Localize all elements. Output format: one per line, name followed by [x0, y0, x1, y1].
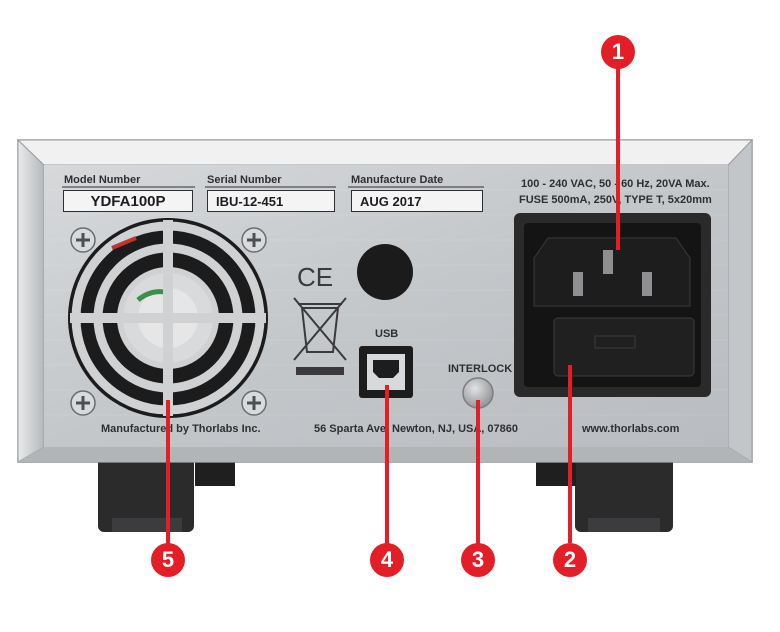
manufacture-date-value: AUG 2017	[351, 190, 483, 212]
callout-line-1	[616, 62, 620, 250]
callout-line-3	[476, 400, 480, 545]
interlock-label: INTERLOCK	[448, 363, 513, 375]
address-text: 56 Sparta Ave. Newton, NJ, USA, 07860	[314, 423, 518, 435]
model-number-value: YDFA100P	[63, 190, 193, 212]
model-number-label: Model Number	[64, 174, 141, 186]
manufacture-date-label: Manufacture Date	[351, 174, 444, 186]
ce-mark: CE	[297, 262, 334, 292]
serial-number-label: Serial Number	[207, 174, 282, 186]
usb-b-port	[359, 346, 413, 398]
callout-badge-1: 1	[601, 35, 635, 69]
usb-label: USB	[375, 328, 399, 340]
callout-badge-5: 5	[151, 543, 185, 577]
blank-port-cover	[357, 244, 413, 300]
callout-badge-3: 3	[461, 543, 495, 577]
callout-line-4	[385, 385, 389, 545]
power-spec-line-2: FUSE 500mA, 250V, TYPE T, 5x20mm	[519, 194, 712, 206]
manufacturer-text: Manufactured by Thorlabs Inc.	[101, 423, 261, 435]
website-text: www.thorlabs.com	[582, 423, 680, 435]
callout-badge-2: 2	[553, 543, 587, 577]
callout-badge-4: 4	[370, 543, 404, 577]
callout-line-2	[568, 365, 572, 543]
power-entry-module	[514, 213, 711, 397]
cooling-fan	[68, 218, 268, 418]
serial-number-value: IBU-12-451	[207, 190, 335, 212]
callout-line-5	[166, 400, 170, 545]
weee-bin-icon	[293, 297, 347, 375]
power-spec-line-1: 100 - 240 VAC, 50 - 60 Hz, 20VA Max.	[521, 178, 710, 190]
